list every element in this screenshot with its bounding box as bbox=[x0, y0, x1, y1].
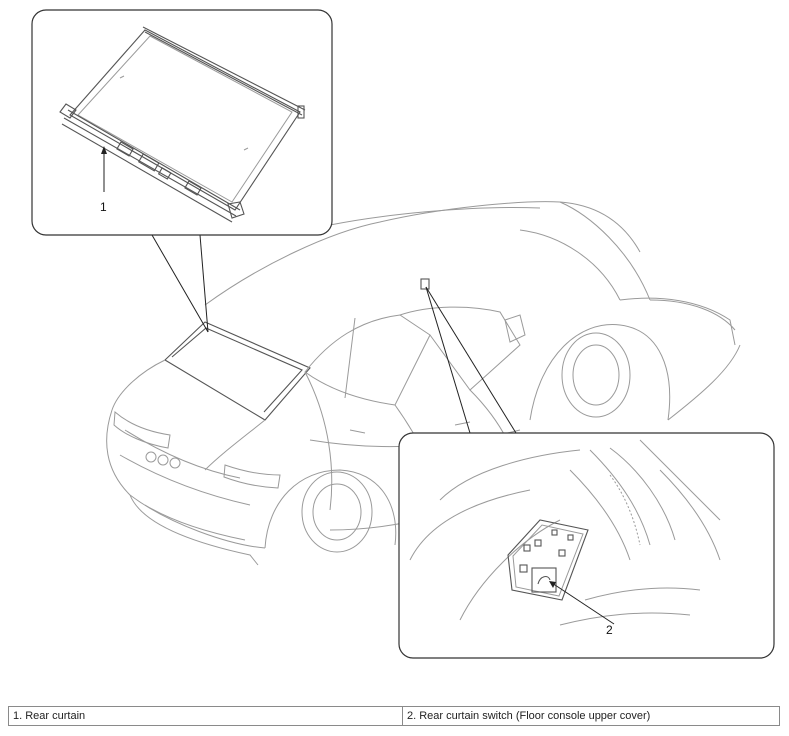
legend-item-rear-curtain: 1. Rear curtain bbox=[8, 706, 403, 726]
legend-table: 1. Rear curtain 2. Rear curtain switch (… bbox=[8, 706, 780, 726]
detail-box-rear-curtain: 1 bbox=[31, 9, 333, 236]
callout-number-1: 1 bbox=[100, 200, 107, 214]
legend-item-rear-curtain-switch: 2. Rear curtain switch (Floor console up… bbox=[402, 706, 780, 726]
callout-number-2: 2 bbox=[606, 623, 613, 637]
detail-box-curtain-switch: 2 bbox=[398, 432, 775, 659]
leader-lines bbox=[151, 234, 517, 434]
legend-row: 1. Rear curtain 2. Rear curtain switch (… bbox=[8, 706, 780, 726]
parts-location-diagram: 1 2 bbox=[31, 9, 775, 659]
